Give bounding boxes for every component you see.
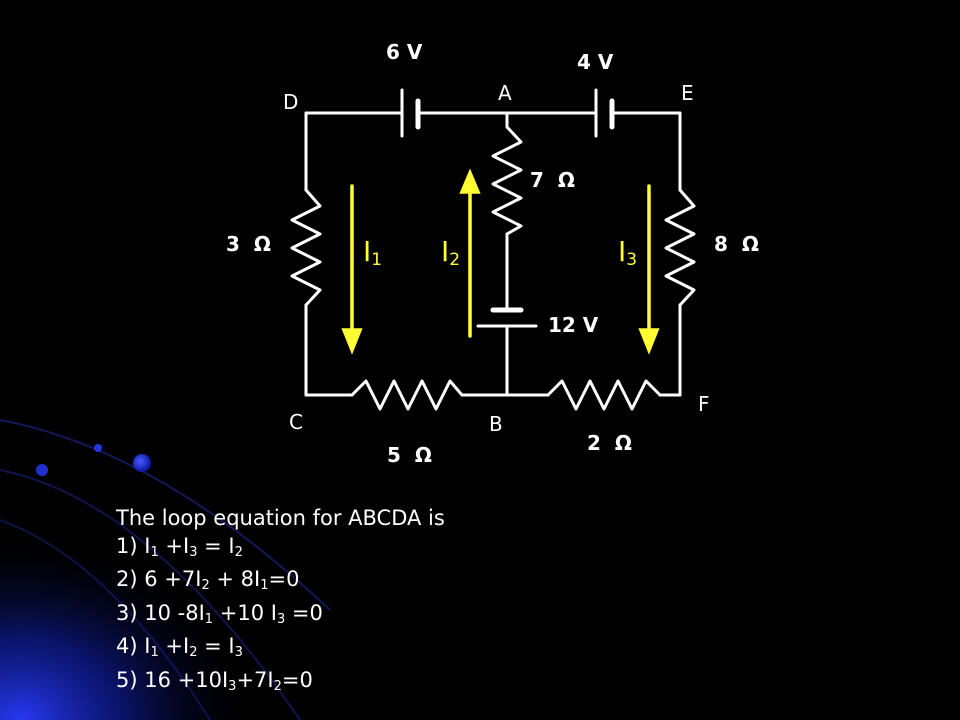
equation-term: =0 [281,667,313,692]
equation-subscript: 1 [260,578,269,593]
equation-row: 1) I1 +I3 = I2 [116,533,445,567]
equation-term: +I [158,533,190,558]
equation-subscript: 2 [189,645,198,660]
equation-term: 6 +7I [144,567,202,591]
equation-subscript: 3 [234,645,243,660]
glow-dot-1 [133,454,151,472]
equation-row: 2) 6 +7I2 + 8I1=0 [116,566,445,600]
equation-term: 10 -8I [144,600,205,625]
equation-subscript: 3 [189,544,198,560]
node-label-a: A [498,81,512,105]
label-6v: 6 V [386,40,423,64]
arrow-i3-head [638,328,660,355]
node-label-c: C [289,410,303,434]
ohm-symbol: Ω [557,168,575,192]
label-8ohm: 8 Ω [714,234,759,254]
equation-term: +7I [236,667,274,692]
arrow-i1-head [341,328,363,355]
equation-subscript: 2 [234,544,243,560]
ohm-symbol: Ω [253,232,271,256]
current-label-i1: I1 [363,238,382,269]
resistor-5ohm [350,379,464,411]
current-i3-sub: 3 [626,250,638,270]
equation-term: + 8I [209,567,261,591]
label-3ohm-value: 3 [226,232,240,256]
equation-term: +10 I [213,600,277,625]
equation-term: =0 [268,567,300,591]
resistor-3ohm [290,188,322,307]
equation-term: I [144,634,151,658]
equations-block: The loop equation for ABCDA is 1) I1 +I3… [116,505,445,700]
label-2ohm-value: 2 [587,431,601,455]
equation-number: 2) [116,567,138,591]
label-4v: 4 V [577,50,614,74]
equation-term: = I [197,634,235,658]
ohm-symbol: Ω [741,232,759,256]
glow-area [0,380,420,720]
equation-number: 3) [116,600,138,625]
node-label-b: B [489,412,503,436]
glow-arc-3 [0,519,211,720]
current-label-i3: I3 [618,238,637,269]
label-5ohm: 5 Ω [387,445,432,465]
current-i2-sub: 2 [449,250,461,270]
resistor-7ohm [491,125,523,236]
glow-dot-2 [94,444,102,452]
current-label-i2: I2 [441,238,460,269]
node-label-e: E [681,81,694,105]
node-label-f: F [698,392,710,416]
current-i1-sub: 1 [371,250,383,270]
ohm-symbol: Ω [414,443,432,467]
resistor-8ohm [664,188,696,307]
equation-row: 4) I1 +I2 = I3 [116,633,445,667]
ohm-symbol: Ω [614,431,632,455]
label-8ohm-value: 8 [714,232,728,256]
glow-arc-1 [0,419,331,611]
equations-heading: The loop equation for ABCDA is [116,506,445,530]
equation-number: 5) [116,667,138,692]
equation-number: 4) [116,634,138,658]
equation-term: =0 [285,600,323,625]
arrow-i2-head [459,168,481,194]
equation-term: 16 +10I [144,667,229,692]
current-i3-letter: I [618,235,627,268]
label-2ohm: 2 Ω [587,433,632,453]
label-12v: 12 V [548,313,599,337]
current-i1-letter: I [363,235,372,268]
equation-subscript: 1 [150,645,159,660]
equation-subscript: 1 [150,544,159,560]
equation-subscript: 2 [273,678,282,694]
equation-number: 1) [116,533,138,558]
equation-row: 3) 10 -8I1 +10 I3 =0 [116,600,445,634]
equation-subscript: 2 [201,578,210,593]
equation-subscript: 3 [276,611,286,627]
equation-term: +I [158,634,190,658]
current-i2-letter: I [441,235,450,268]
glow-dot-3 [36,464,48,476]
equation-term: I [144,533,151,558]
label-7ohm: 7 Ω [530,170,575,190]
resistor-2ohm [546,379,662,411]
label-5ohm-value: 5 [387,443,401,467]
node-label-d: D [283,90,299,114]
equation-subscript: 3 [228,678,237,694]
equation-term: = I [197,533,235,558]
label-7ohm-value: 7 [530,168,544,192]
label-3ohm: 3 Ω [226,234,271,254]
equation-row: 5) 16 +10I3+7I2=0 [116,667,445,701]
equation-subscript: 1 [204,611,214,627]
glow-arc-2 [0,469,301,720]
